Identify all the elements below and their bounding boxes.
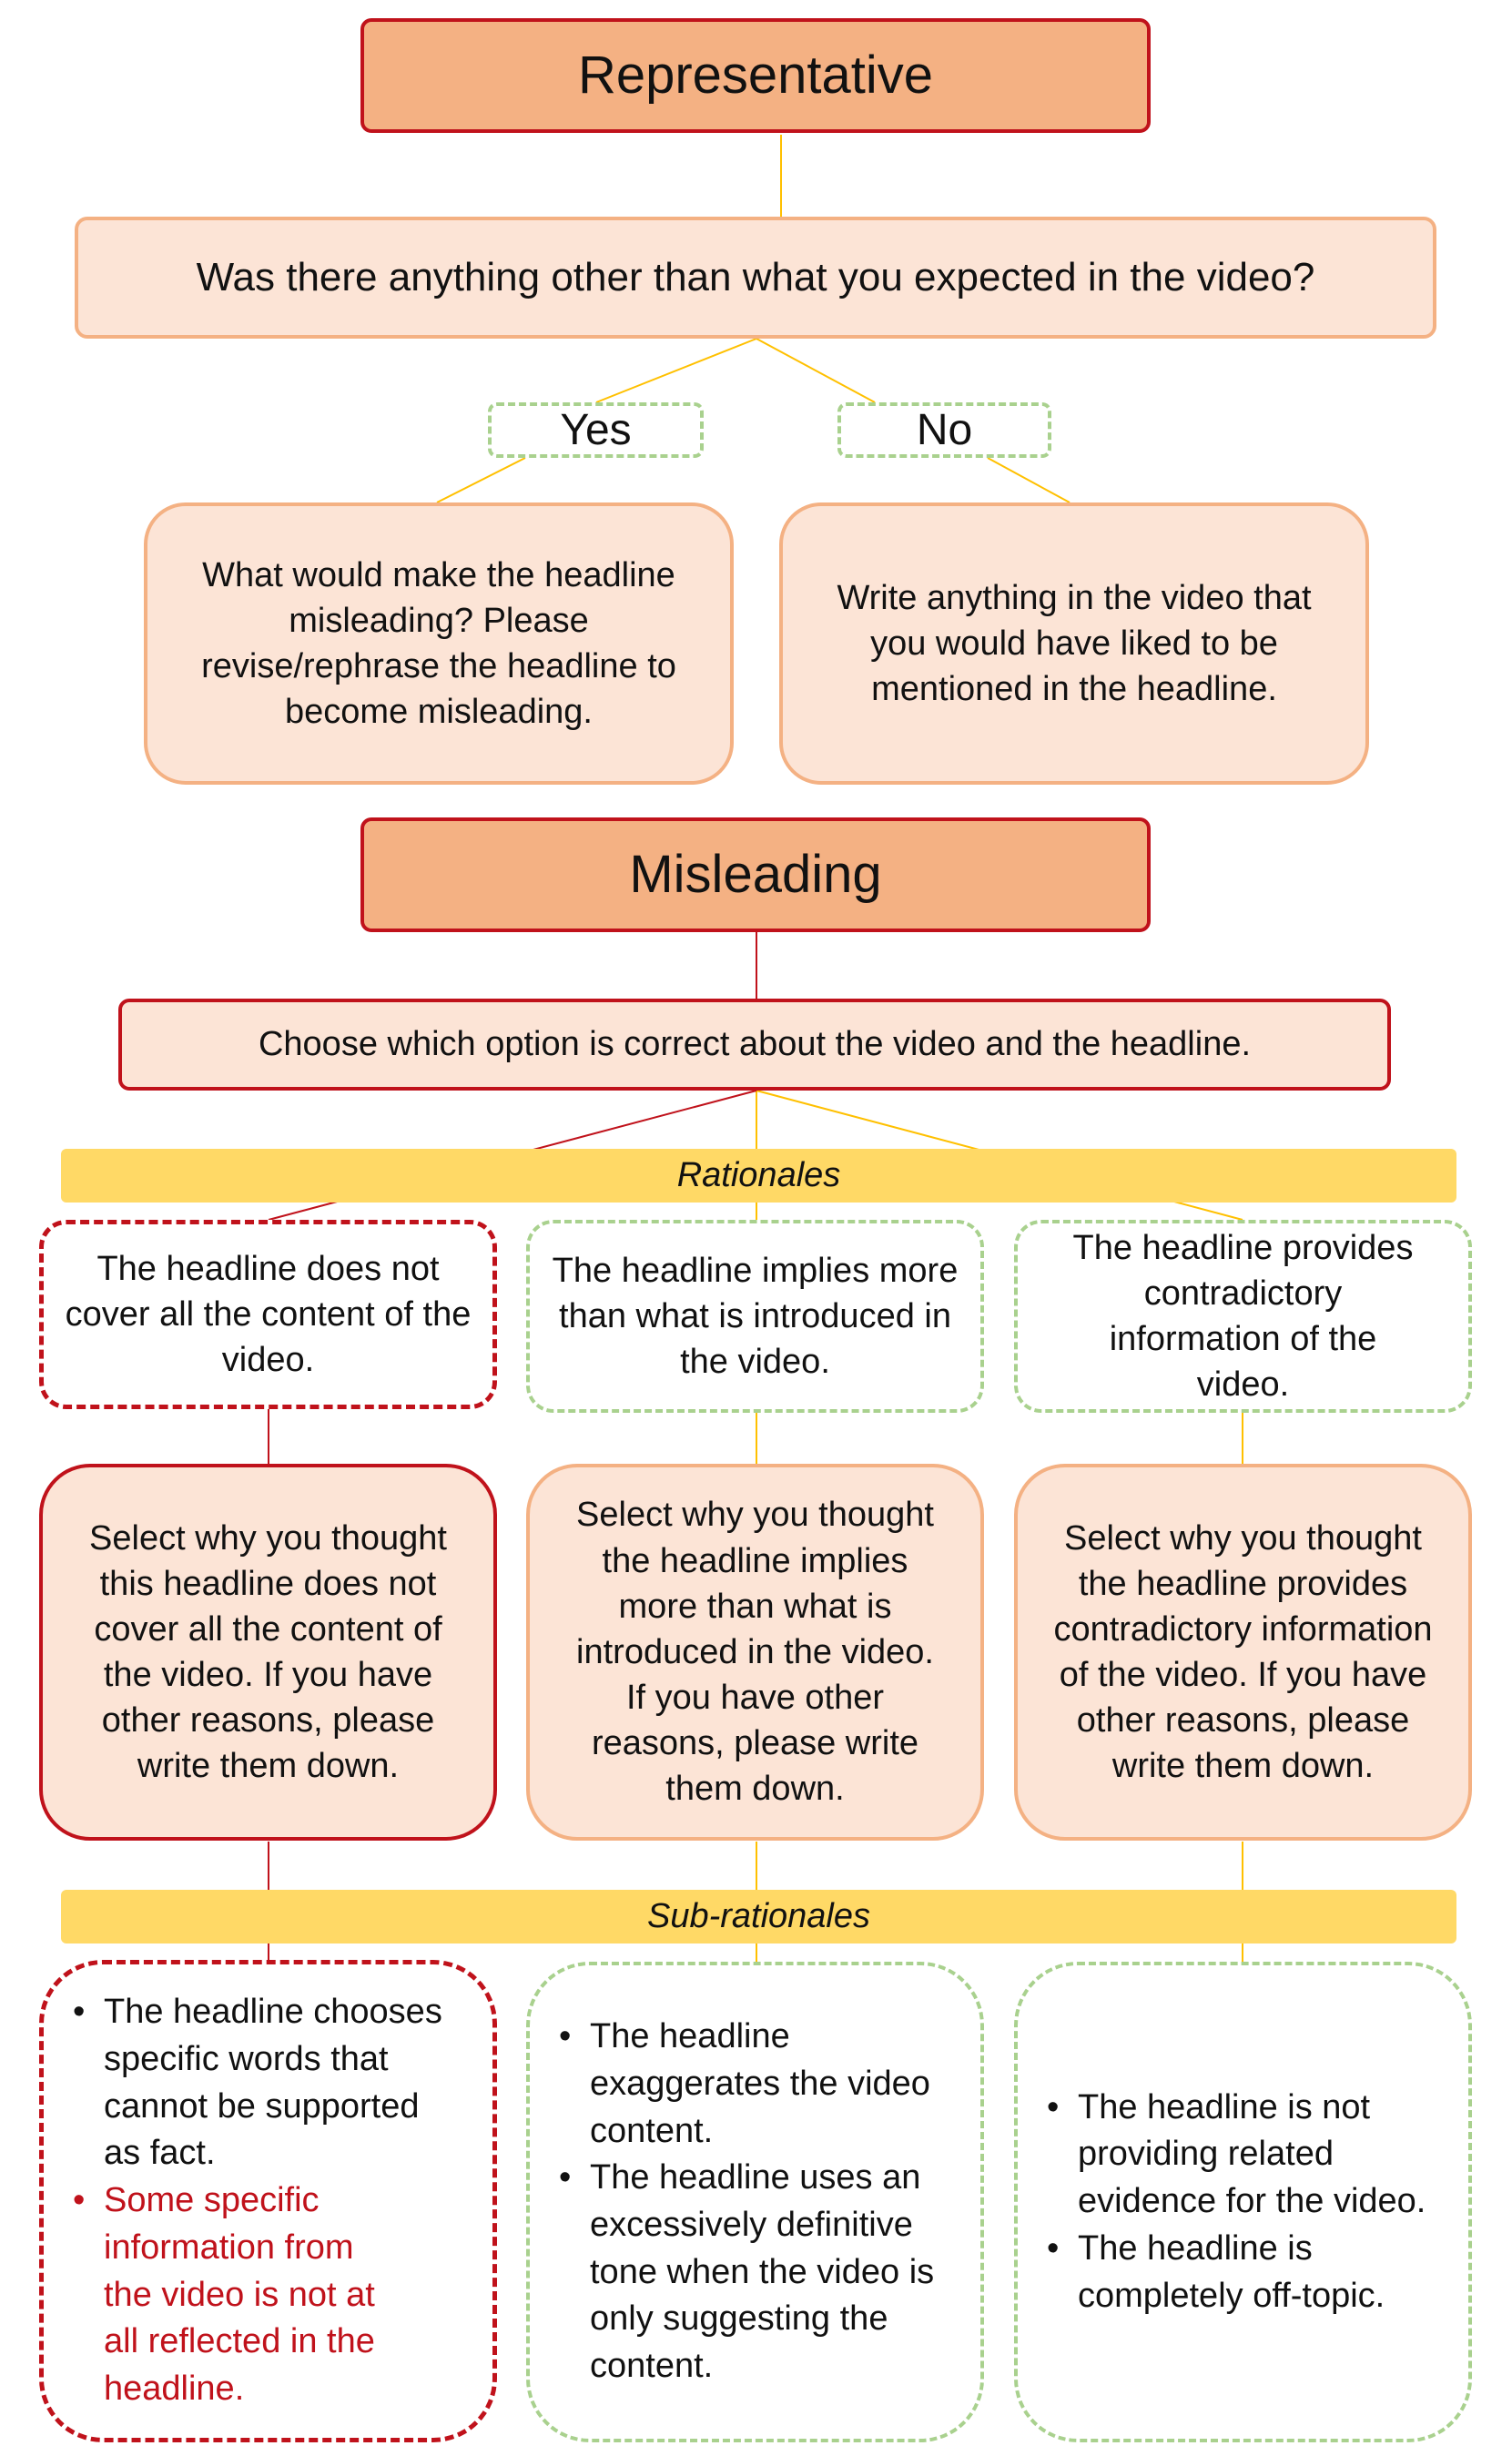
yes-prompt-box: What would make the headline misleading?… — [144, 502, 734, 785]
rationale-box-not-cover: The headline does not cover all the cont… — [39, 1220, 497, 1409]
sub-rationale-item: The headline uses an excessively definit… — [553, 2155, 962, 2390]
sub-rationale-item: The headline chooses specific words that… — [67, 1989, 452, 2177]
misleading-question-box: Choose which option is correct about the… — [118, 999, 1391, 1091]
rationale-text: The headline implies more than what is i… — [552, 1251, 959, 1382]
prompt-box-implies-more: Select why you thought the headline impl… — [526, 1464, 984, 1841]
rationale-text: The headline does not cover all the cont… — [65, 1249, 472, 1380]
sub-rationales-band: Sub-rationales — [61, 1890, 1456, 1943]
sub-rationale-box-contradictory: The headline is not providing related ev… — [1014, 1962, 1472, 2442]
rationale-box-implies-more: The headline implies more than what is i… — [526, 1220, 984, 1413]
no-label: No — [916, 405, 973, 454]
prompt-text: Select why you thought the headline impl… — [576, 1496, 934, 1809]
rationale-box-contradictory: The headline provides contradictory info… — [1014, 1220, 1472, 1413]
sub-rationale-item-highlighted: Some specific information from the video… — [67, 2177, 452, 2412]
rationale-text: The headline provides contradictory info… — [1072, 1228, 1414, 1405]
rationales-label: Rationales — [676, 1156, 841, 1194]
representative-question-box: Was there anything other than what you e… — [75, 217, 1436, 339]
no-option: No — [837, 402, 1051, 458]
sub-rationale-box-implies-more: The headline exaggerates the video conte… — [526, 1962, 984, 2442]
sub-rationale-item: The headline exaggerates the video conte… — [553, 2014, 962, 2155]
misleading-question: Choose which option is correct about the… — [258, 1025, 1252, 1064]
sub-rationale-box-not-cover: The headline chooses specific words that… — [39, 1960, 497, 2442]
sub-rationale-item: The headline is completely off-topic. — [1041, 2226, 1450, 2319]
sub-rationale-item: The headline is not providing related ev… — [1041, 2085, 1450, 2226]
yes-option: Yes — [488, 402, 704, 458]
misleading-title-box: Misleading — [360, 817, 1151, 932]
sub-rationales-label: Sub-rationales — [646, 1897, 871, 1935]
prompt-text: Select why you thought the headline prov… — [1053, 1518, 1433, 1786]
prompt-box-contradictory: Select why you thought the headline prov… — [1014, 1464, 1472, 1841]
yes-prompt-text: What would make the headline misleading?… — [201, 555, 676, 732]
representative-title: Representative — [577, 45, 934, 105]
prompt-box-not-cover: Select why you thought this headline doe… — [39, 1464, 497, 1841]
misleading-title: Misleading — [629, 844, 882, 904]
rationales-band: Rationales — [61, 1149, 1456, 1203]
no-prompt-box: Write anything in the video that you wou… — [779, 502, 1369, 785]
representative-title-box: Representative — [360, 18, 1151, 133]
representative-question: Was there anything other than what you e… — [196, 254, 1315, 299]
no-prompt-text: Write anything in the video that you wou… — [837, 578, 1312, 709]
yes-label: Yes — [560, 405, 632, 454]
prompt-text: Select why you thought this headline doe… — [89, 1518, 447, 1786]
